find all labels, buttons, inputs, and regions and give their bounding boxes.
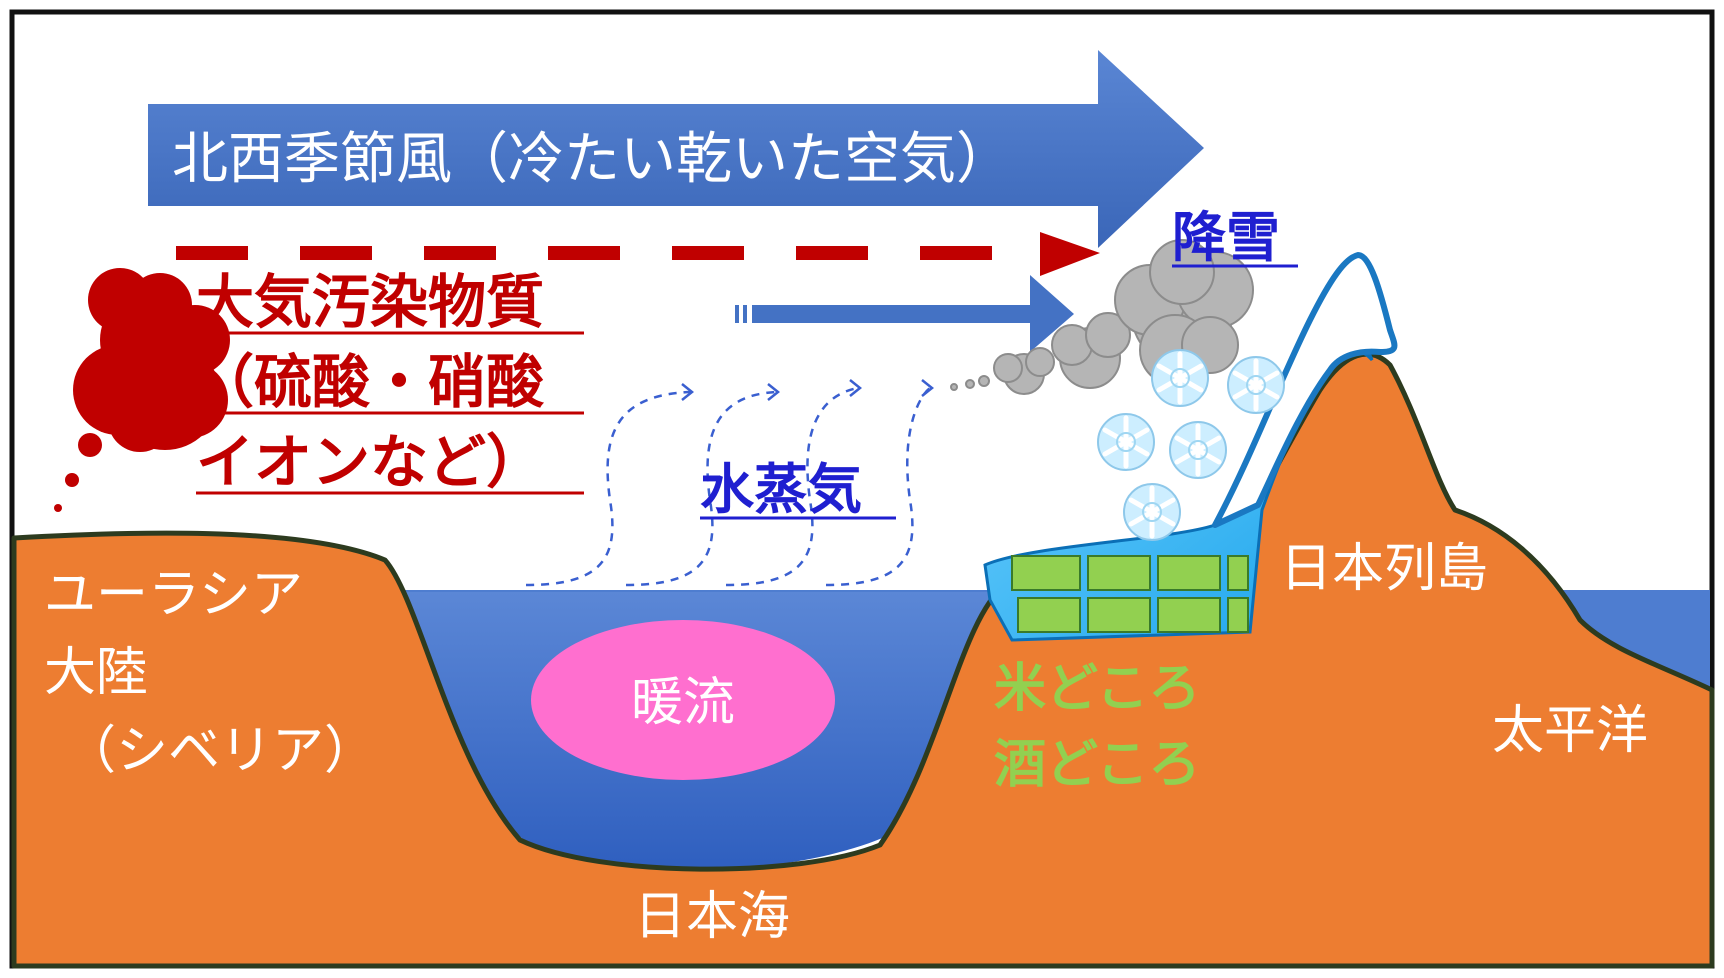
snow-slope bbox=[1212, 252, 1398, 528]
wind-label: 北西季節風（冷たい乾いた空気） bbox=[172, 127, 1012, 192]
pacific-label: 太平洋 bbox=[1492, 701, 1648, 761]
pollutant-label-line1: 大気汚染物質 bbox=[196, 268, 544, 336]
pollutant-label-line3: イオンなど） bbox=[196, 428, 544, 496]
eurasia-label-line3: （シベリア） bbox=[64, 721, 376, 781]
eurasia-label-line2: 大陸 bbox=[44, 643, 148, 703]
sea-of-japan-label: 日本海 bbox=[634, 887, 790, 947]
rice-region-label: 米どころ bbox=[994, 659, 1200, 719]
pollution-cloud bbox=[54, 268, 230, 512]
rice-paddies bbox=[1011, 555, 1249, 633]
pollution-dashed-arrow bbox=[176, 232, 1100, 276]
pollutant-label-line2: （硫酸・硝酸 bbox=[196, 348, 545, 416]
grey-clouds bbox=[950, 239, 1254, 395]
small-wind-arrow bbox=[735, 275, 1074, 352]
pollutant-label-group: 大気汚染物質 （硫酸・硝酸 イオンなど） bbox=[196, 268, 584, 496]
japan-islands-label: 日本列島 bbox=[1280, 539, 1488, 599]
snowfall-label: 降雪 bbox=[1172, 206, 1280, 269]
eurasia-label-line1: ユーラシア bbox=[44, 565, 303, 625]
sake-region-label: 酒どころ bbox=[994, 735, 1200, 795]
water-vapor-curves bbox=[525, 386, 931, 587]
northwest-wind-arrow bbox=[148, 50, 1204, 248]
warm-current-label: 暖流 bbox=[631, 673, 735, 733]
water-vapor-arrowheads bbox=[681, 379, 935, 401]
water-vapor-label: 水蒸気 bbox=[700, 458, 862, 521]
warm-current-ellipse bbox=[531, 620, 835, 780]
